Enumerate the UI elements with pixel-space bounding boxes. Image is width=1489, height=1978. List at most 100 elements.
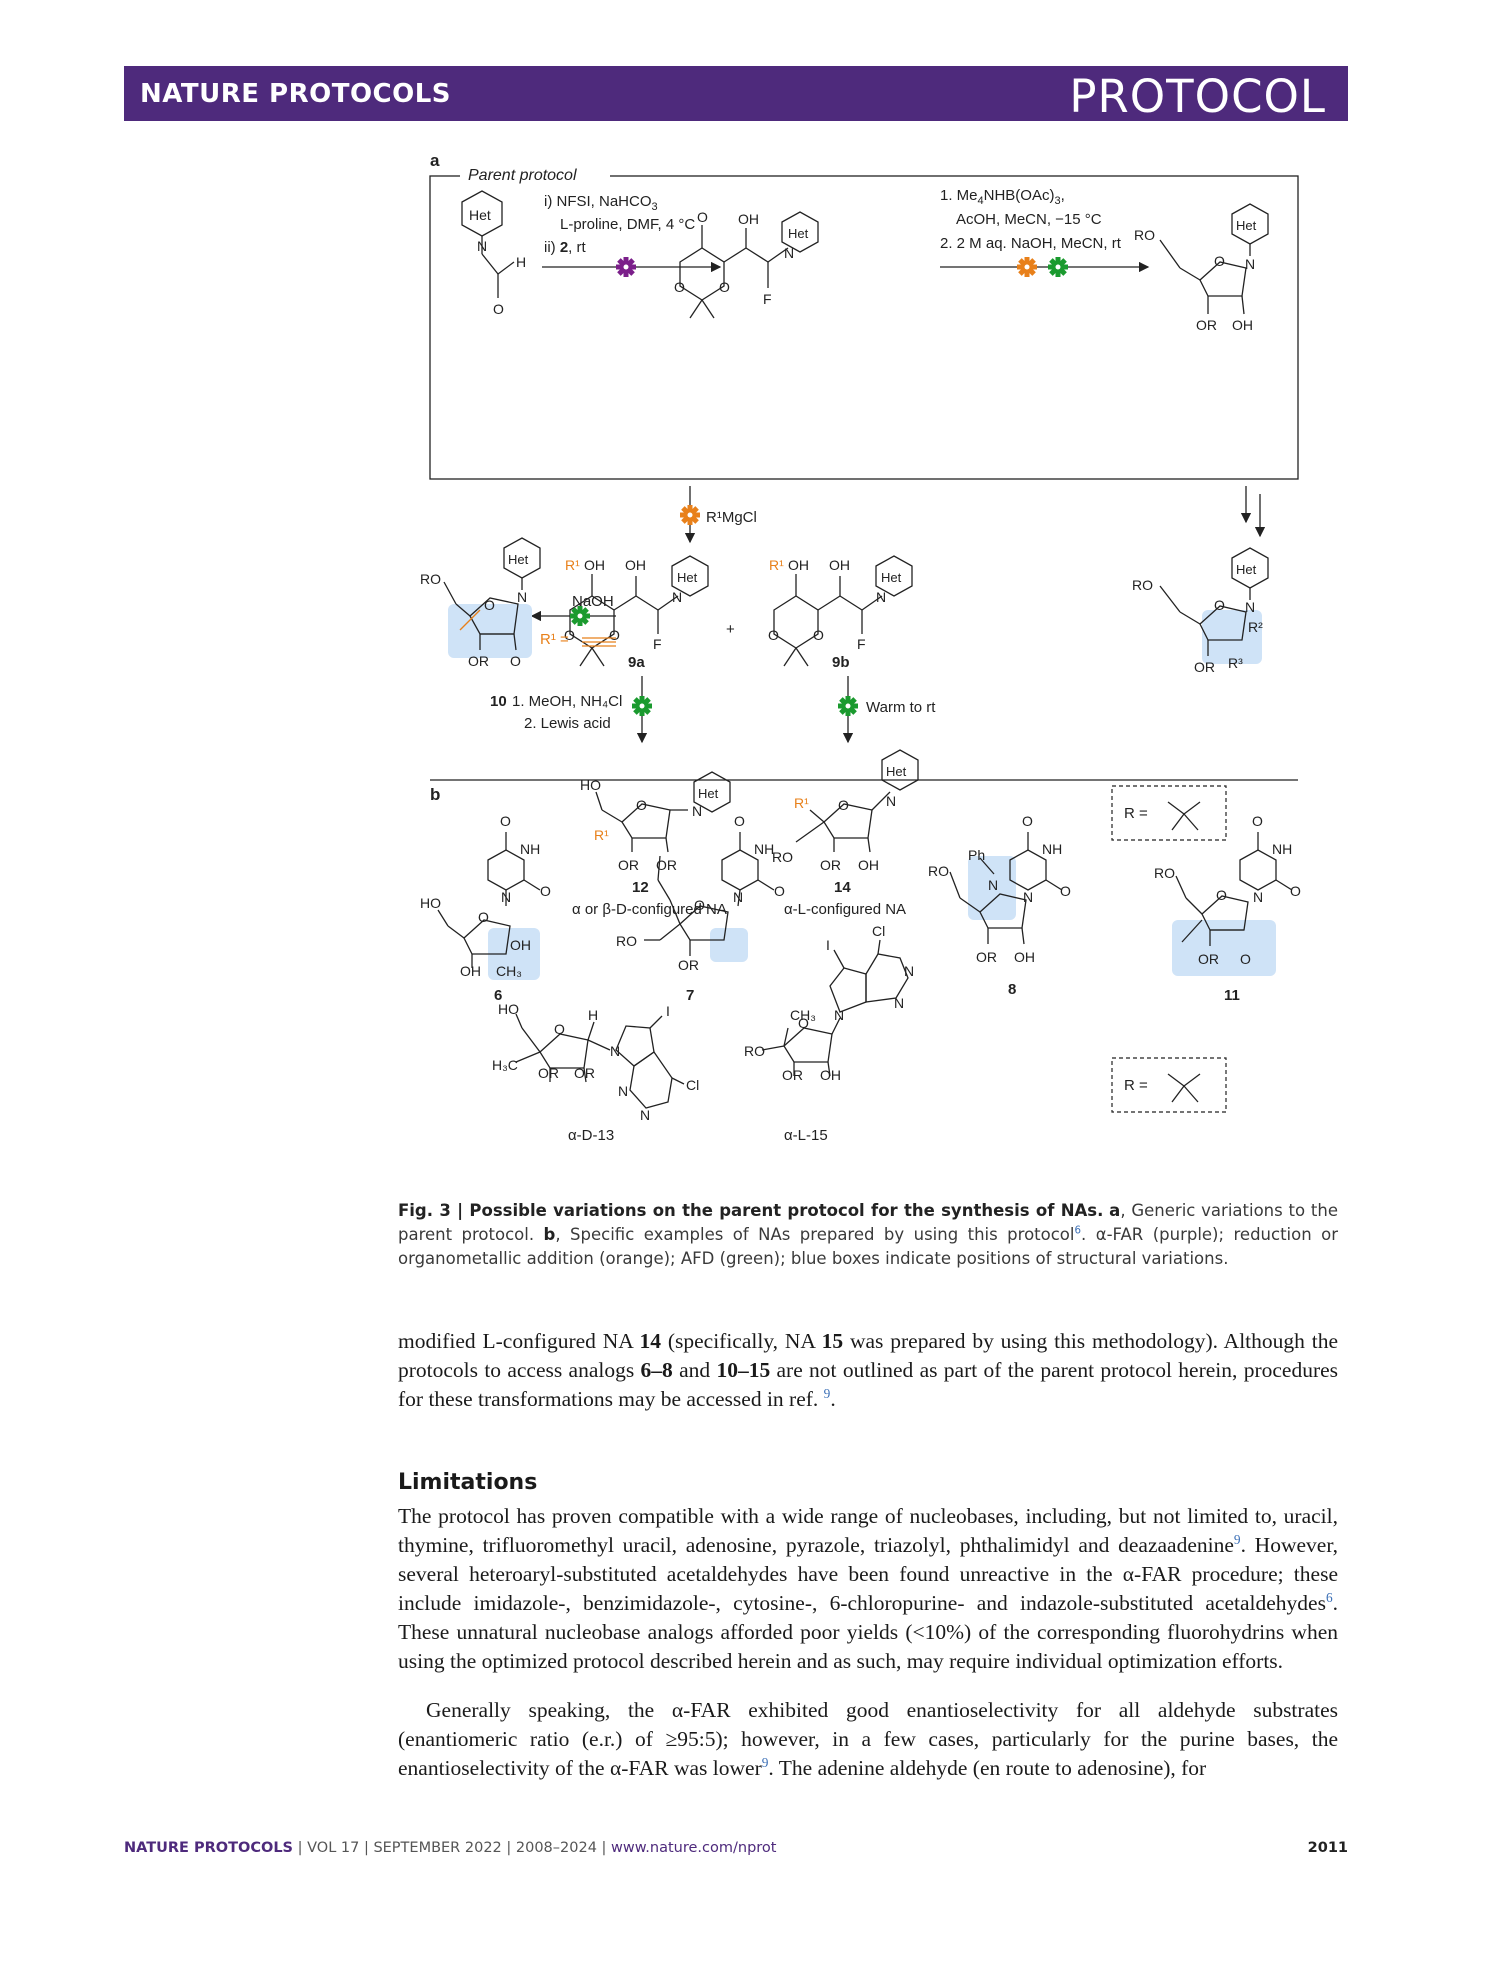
svg-text:OH: OH bbox=[625, 557, 646, 573]
svg-text:R¹: R¹ bbox=[594, 827, 609, 843]
svg-text:CH₃: CH₃ bbox=[790, 1007, 816, 1023]
svg-text:O: O bbox=[609, 627, 620, 643]
svg-text:O: O bbox=[694, 897, 705, 913]
lewis-acid-gear-icon bbox=[632, 696, 652, 716]
svg-text:R¹: R¹ bbox=[565, 557, 580, 573]
svg-text:O: O bbox=[1216, 887, 1227, 903]
article-type: PROTOCOL bbox=[1069, 70, 1326, 123]
svg-text:O: O bbox=[500, 813, 511, 829]
alpha-far-gear-icon bbox=[616, 257, 636, 277]
svg-text:RO: RO bbox=[744, 1043, 765, 1059]
label-12: 12 bbox=[632, 879, 649, 896]
svg-text:OR: OR bbox=[1198, 951, 1219, 967]
footer-volume: | VOL 17 | SEPTEMBER 2022 | 2008–2024 | bbox=[293, 1840, 612, 1856]
svg-text:R¹: R¹ bbox=[769, 557, 784, 573]
svg-text:R =: R = bbox=[1124, 1077, 1148, 1094]
r1-alkyne-label: R¹ = bbox=[540, 631, 569, 648]
svg-text:O: O bbox=[1060, 883, 1071, 899]
svg-text:OH: OH bbox=[1014, 949, 1035, 965]
step3-reagent-1: 1. MeOH, NH₄Cl bbox=[512, 693, 622, 710]
caption-ref-link[interactable]: 6 bbox=[1074, 1225, 1081, 1237]
svg-text:RO: RO bbox=[1154, 865, 1175, 881]
ref-link-9[interactable]: 9 bbox=[823, 1385, 831, 1401]
svg-text:N: N bbox=[1253, 889, 1263, 905]
ref-link-9c[interactable]: 9 bbox=[761, 1754, 769, 1770]
o-atom: O bbox=[493, 301, 504, 317]
label-7: 7 bbox=[686, 987, 694, 1004]
svg-text:RO: RO bbox=[928, 863, 949, 879]
svg-text:NH: NH bbox=[520, 841, 540, 857]
label-11: 11 bbox=[1224, 987, 1240, 1004]
svg-text:R¹: R¹ bbox=[794, 795, 809, 811]
step1-reagent-ii: ii) 2, rt bbox=[544, 239, 587, 256]
het-aldehyde-structure bbox=[461, 190, 515, 298]
footer-url-link[interactable]: www.nature.com/nprot bbox=[611, 1840, 777, 1856]
warm-gear-icon bbox=[838, 696, 858, 716]
svg-text:HO: HO bbox=[498, 1001, 519, 1017]
parent-protocol-box bbox=[429, 175, 1299, 480]
svg-text:O: O bbox=[484, 597, 495, 613]
svg-text:NH: NH bbox=[1272, 841, 1292, 857]
svg-text:R³: R³ bbox=[1228, 655, 1243, 671]
svg-text:OR: OR bbox=[782, 1067, 803, 1083]
svg-text:Het: Het bbox=[508, 552, 529, 567]
variation-box-7 bbox=[710, 928, 748, 962]
paragraph-3: Generally speaking, the α-FAR exhibited … bbox=[398, 1698, 1338, 1780]
tbs-group-2 bbox=[1167, 1073, 1201, 1103]
svg-text:F: F bbox=[857, 636, 866, 652]
step3-reagent-2: 2. Lewis acid bbox=[524, 715, 611, 732]
r-group-box-1 bbox=[1111, 785, 1227, 841]
fluorohydrin-structure bbox=[679, 211, 819, 319]
svg-text:N: N bbox=[886, 793, 896, 809]
svg-text:O: O bbox=[540, 883, 551, 899]
compound-15-structure bbox=[761, 939, 909, 1077]
ref-link-6[interactable]: 6 bbox=[1325, 1589, 1333, 1605]
svg-text:RO: RO bbox=[420, 571, 441, 587]
r-group-box-2 bbox=[1111, 1057, 1227, 1113]
svg-text:OH: OH bbox=[510, 937, 531, 953]
warm-to-rt-label: Warm to rt bbox=[866, 699, 936, 716]
caption-lead: Fig. 3 | Possible variations on the pare… bbox=[398, 1201, 1104, 1220]
svg-text:N: N bbox=[904, 963, 914, 979]
svg-text:Het: Het bbox=[881, 570, 902, 585]
svg-text:O: O bbox=[838, 797, 849, 813]
plus-sign: + bbox=[726, 621, 735, 638]
svg-text:O: O bbox=[1290, 883, 1301, 899]
step2-reagent-3: 2. 2 M aq. NaOH, MeCN, rt bbox=[940, 235, 1122, 252]
variation-box-r2r3 bbox=[1202, 610, 1262, 664]
alkyne-icon bbox=[582, 637, 616, 647]
desc-12: α or β-D-configured NA bbox=[572, 901, 727, 918]
compound-7-structure bbox=[644, 832, 775, 956]
svg-text:Het: Het bbox=[1236, 218, 1257, 233]
svg-text:N: N bbox=[988, 877, 998, 893]
label-14: 14 bbox=[834, 879, 851, 896]
ref-link-9b[interactable]: 9 bbox=[1233, 1531, 1241, 1547]
svg-text:RO: RO bbox=[1132, 577, 1153, 593]
svg-text:O: O bbox=[1214, 253, 1225, 269]
parent-protocol-title: Parent protocol bbox=[468, 167, 577, 184]
svg-text:I: I bbox=[826, 937, 830, 953]
svg-text:N: N bbox=[640, 1107, 650, 1123]
svg-text:OR: OR bbox=[538, 1065, 559, 1081]
tbs-group-1 bbox=[1167, 801, 1201, 831]
label-9a: 9a bbox=[628, 654, 645, 671]
svg-text:O: O bbox=[734, 813, 745, 829]
r1mgcl-reagent: R¹MgCl bbox=[706, 509, 757, 526]
het-label: Het bbox=[469, 207, 491, 223]
svg-text:O: O bbox=[697, 209, 708, 225]
svg-text:N: N bbox=[501, 889, 511, 905]
compound-11-structure bbox=[1175, 832, 1293, 946]
svg-text:HO: HO bbox=[580, 777, 601, 793]
svg-text:Cl: Cl bbox=[872, 923, 885, 939]
h-atom: H bbox=[516, 254, 526, 270]
naoh-reagent: NaOH bbox=[572, 593, 614, 610]
page-footer: NATURE PROTOCOLS | VOL 17 | SEPTEMBER 20… bbox=[124, 1840, 1348, 1856]
label-15: α-L-15 bbox=[784, 1127, 828, 1144]
label-13: α-D-13 bbox=[568, 1127, 614, 1144]
label-9b: 9b bbox=[832, 654, 850, 671]
svg-text:NH: NH bbox=[1042, 841, 1062, 857]
svg-text:N: N bbox=[1245, 256, 1255, 272]
n-atom: N bbox=[477, 238, 487, 254]
svg-text:O: O bbox=[1240, 951, 1251, 967]
section-heading-limitations: Limitations bbox=[398, 1470, 538, 1495]
